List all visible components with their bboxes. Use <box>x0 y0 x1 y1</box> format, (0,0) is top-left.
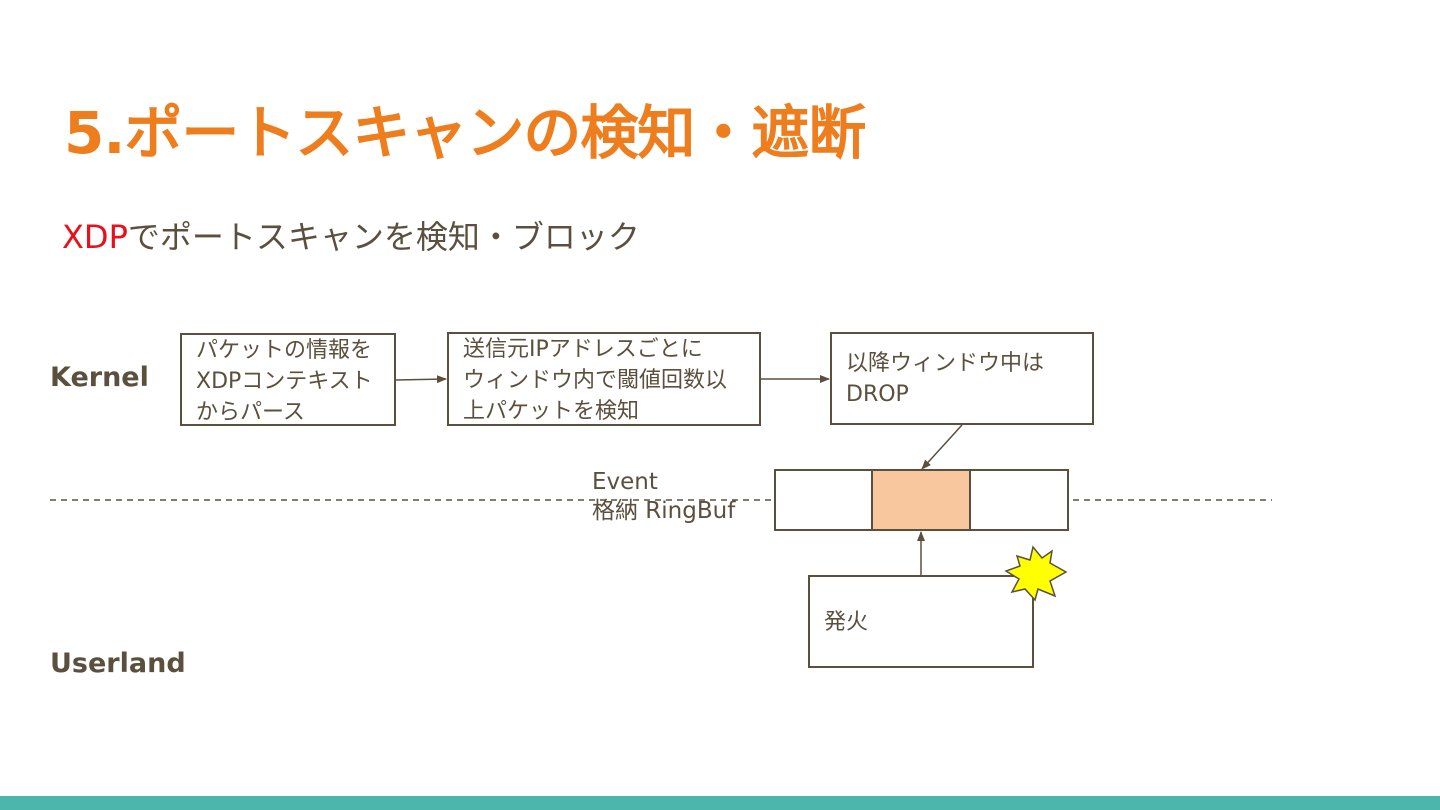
arrow-parse-to-detect <box>395 375 447 384</box>
detect-line-1: 送信元IPアドレスごとに <box>463 337 703 362</box>
kernel-label: Kernel <box>50 362 149 393</box>
slide-title: 5.ポートスキャンの検知・遮断 <box>64 99 866 167</box>
drop-box: 以降ウィンドウ中は DROP <box>830 332 1094 425</box>
parse-line-2: XDPコンテキスト <box>196 369 373 394</box>
ringbuf-label-line-1: Event <box>592 469 658 495</box>
detect-line-3: 上パケットを検知 <box>463 399 640 424</box>
ringbuf-slot-2 <box>871 469 971 531</box>
fire-label: 発火 <box>824 610 869 635</box>
ringbuf-label: Event 格納 RingBuf <box>592 468 735 526</box>
userland-label: Userland <box>50 648 186 679</box>
ringbuf-slot-3 <box>969 469 1069 531</box>
bottom-accent-bar <box>0 796 1440 810</box>
ringbuf-slot-1 <box>774 469 873 531</box>
subtitle-accent: XDP <box>62 218 128 256</box>
subtitle-rest: でポートスキャンを検知・ブロック <box>127 218 640 256</box>
drop-line-1: 以降ウィンドウ中は <box>846 351 1045 376</box>
slide-subtitle: XDPでポートスキャンを検知・ブロック <box>62 212 640 258</box>
detect-line-2: ウィンドウ内で閾値回数以 <box>463 368 728 393</box>
arrow-drop-to-ringbuf <box>921 424 963 470</box>
parse-line-3: からパース <box>196 400 305 425</box>
detect-box: 送信元IPアドレスごとに ウィンドウ内で閾値回数以 上パケットを検知 <box>447 332 761 426</box>
fire-box: 発火 <box>808 575 1034 668</box>
parse-box: パケットの情報を XDPコンテキスト からパース <box>180 333 396 426</box>
parse-line-1: パケットの情報を <box>196 338 373 363</box>
drop-line-2: DROP <box>846 382 909 407</box>
ringbuf-label-line-2: 格納 RingBuf <box>592 498 736 524</box>
burst-icon <box>1004 545 1068 602</box>
